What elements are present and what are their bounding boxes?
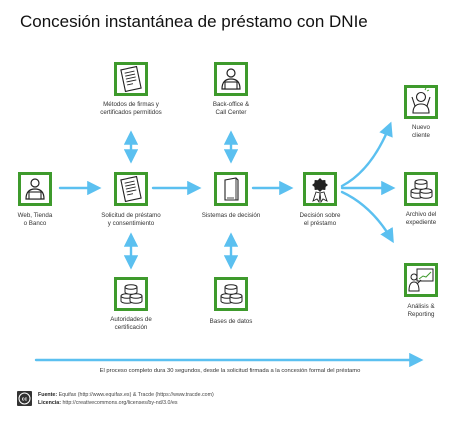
svg-text:cc: cc: [22, 397, 28, 403]
label-analisis-text: Análisis & Reporting: [407, 303, 435, 318]
person-laptop-icon: [217, 65, 245, 93]
source-line: Fuente: Equifax (http://www.equifax.es) …: [38, 392, 214, 398]
creative-commons-icon: cc: [17, 391, 32, 406]
node-sistemas: [214, 172, 248, 206]
person-laptop-icon: [21, 175, 49, 203]
database-icon: [407, 175, 435, 203]
node-archivo: [404, 172, 438, 206]
node-decision: [303, 172, 337, 206]
label-decision-text: Decisión sobre el préstamo: [299, 212, 341, 227]
license-label: Licencia:: [38, 400, 61, 406]
process-duration-note: El proceso completo dura 30 segundos, de…: [99, 368, 361, 374]
label-bases: Bases de datos: [200, 318, 262, 326]
server-icon: [217, 175, 245, 203]
diagram-title: Concesión instantánea de préstamo con DN…: [20, 12, 368, 31]
database-icon: [217, 280, 245, 308]
label-nuevo: Nuevo cliente: [396, 124, 446, 140]
node-metodos: [114, 62, 148, 96]
node-web: [18, 172, 52, 206]
node-solicitud: [114, 172, 148, 206]
label-metodos-text: Métodos de firmas y certificados permiti…: [100, 101, 162, 116]
source-label: Fuente:: [38, 392, 58, 398]
label-nuevo-text: Nuevo cliente: [412, 124, 430, 139]
node-autoridades: [114, 277, 148, 311]
label-archivo-text: Archivo del expediente: [405, 211, 437, 226]
happy-person-icon: [407, 87, 435, 116]
document-icon: [117, 65, 145, 93]
label-web-text: Web, Tienda o Banco: [17, 212, 53, 227]
label-backoffice-text: Back-office & Call Center: [212, 101, 250, 116]
node-backoffice: [214, 62, 248, 96]
label-autoridades: Autoridades de certificación: [100, 316, 162, 332]
database-icon: [117, 280, 145, 308]
label-analisis: Análisis & Reporting: [396, 303, 446, 319]
label-solicitud-text: Solicitud de préstamo y consentimiento: [101, 212, 161, 227]
license-line: Licencia: http://creativecommons.org/lic…: [38, 400, 178, 406]
license-text: http://creativecommons.org/licenses/by-n…: [62, 400, 178, 406]
label-backoffice: Back-office & Call Center: [204, 101, 258, 117]
presenter-chart-icon: [407, 266, 435, 294]
label-web: Web, Tienda o Banco: [8, 212, 62, 228]
node-nuevo: [404, 85, 438, 119]
label-metodos: Métodos de firmas y certificados permiti…: [96, 101, 166, 117]
label-bases-text: Bases de datos: [209, 318, 253, 325]
award-badge-icon: [306, 175, 334, 204]
label-autoridades-text: Autoridades de certificación: [110, 316, 152, 331]
node-bases: [214, 277, 248, 311]
label-sistemas-text: Sistemas de decisión: [201, 212, 261, 219]
label-solicitud: Solicitud de préstamo y consentimiento: [98, 212, 164, 228]
document-icon: [117, 175, 145, 203]
label-sistemas: Sistemas de decisión: [196, 212, 266, 220]
arrow-decision-to-analisis: [340, 190, 394, 244]
arrow-decision-to-nuevo: [340, 121, 393, 188]
source-text: Equifax (http://www.equifax.es) & Tracde…: [58, 392, 214, 398]
label-archivo: Archivo del expediente: [394, 211, 448, 227]
node-analisis: [404, 263, 438, 297]
label-decision: Decisión sobre el préstamo: [290, 212, 350, 228]
